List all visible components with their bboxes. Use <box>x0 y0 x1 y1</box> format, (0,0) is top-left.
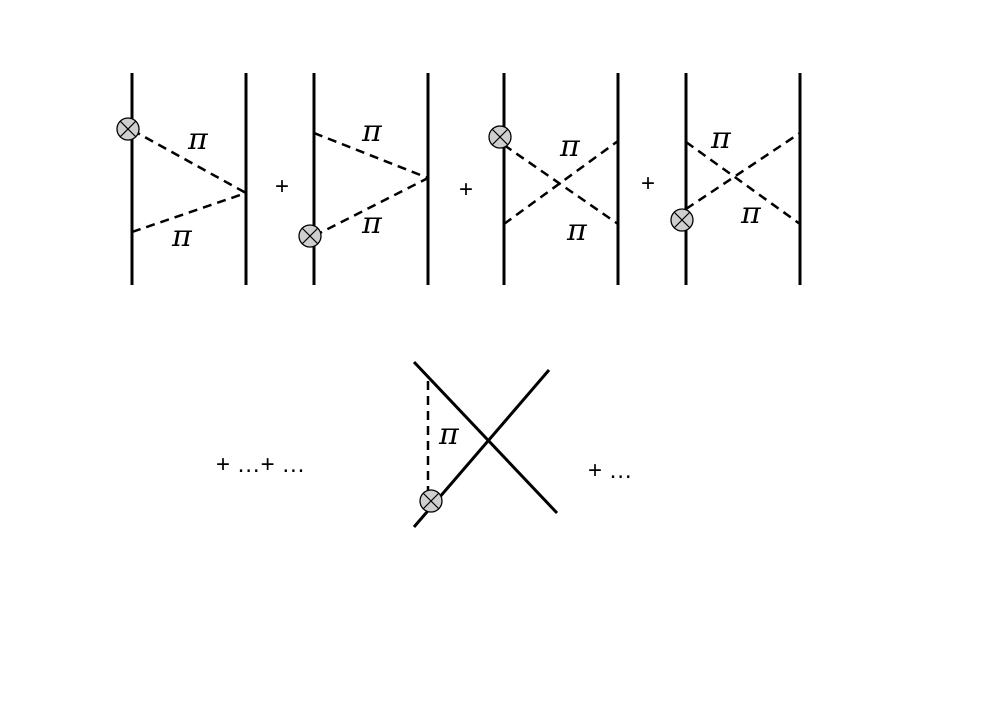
diagram-5-contact: π <box>412 360 559 528</box>
pion-line <box>313 131 429 180</box>
diagram-2: π π <box>298 73 430 285</box>
nucleon-line-diagonal <box>412 360 559 515</box>
diagram-1: π π <box>116 73 248 285</box>
pion-label: π <box>740 196 762 231</box>
pion-label: π <box>361 114 383 149</box>
pion-line <box>685 131 801 211</box>
current-vertex-icon <box>488 125 512 149</box>
pion-label: π <box>566 213 588 248</box>
current-vertex-icon <box>419 489 443 513</box>
plus-sign: + <box>641 170 655 197</box>
pion-line <box>685 140 801 226</box>
diagram-4: π π <box>670 73 802 285</box>
pion-line <box>131 191 247 234</box>
pion-label: π <box>361 206 383 241</box>
pion-line <box>313 176 429 238</box>
current-vertex-icon <box>298 224 322 248</box>
pion-line <box>503 139 619 226</box>
pion-line <box>131 128 247 195</box>
pion-label: π <box>438 417 460 452</box>
current-vertex-icon <box>116 117 140 141</box>
diagram-3: π π <box>488 73 620 285</box>
pion-label: π <box>559 129 581 164</box>
plus-sign: + <box>275 173 289 200</box>
ellipsis-tail: + … <box>588 457 633 484</box>
pion-line <box>503 143 619 226</box>
pion-label: π <box>187 122 209 157</box>
ellipsis-terms: + …+ … <box>216 451 305 478</box>
pion-label: π <box>710 121 732 156</box>
pion-label: π <box>171 219 193 254</box>
plus-sign: + <box>459 176 473 203</box>
current-vertex-icon <box>670 208 694 232</box>
